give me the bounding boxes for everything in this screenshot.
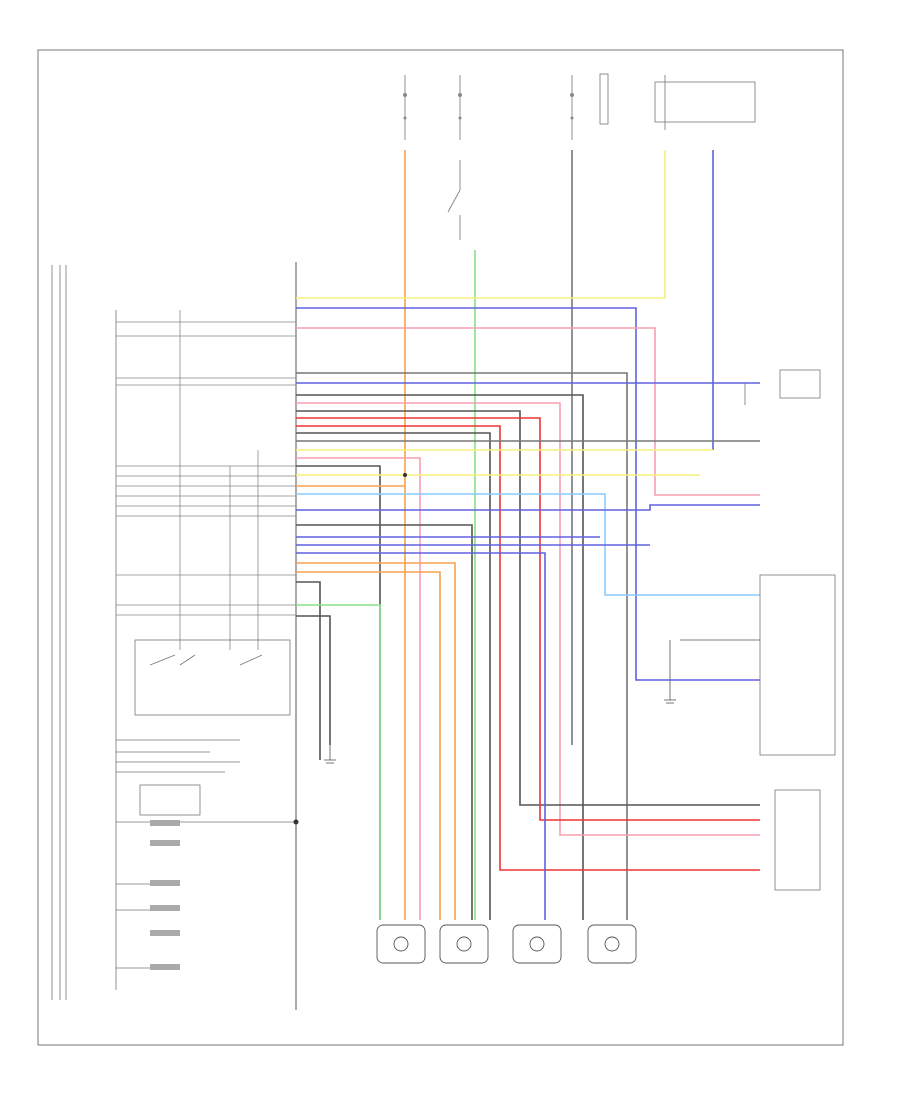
terminal-blocks: [150, 820, 180, 970]
control-module-icon: [116, 739, 296, 969]
junction-dot: [293, 819, 299, 825]
fuel-injector-icon: [376, 924, 637, 964]
ground-symbol-icon: [324, 745, 336, 764]
diagram-frame: [37, 49, 844, 1046]
harness-wires: [296, 297, 760, 920]
brake-switch-icon: [447, 160, 461, 240]
right-components: [744, 369, 836, 891]
power-sources: [404, 73, 756, 140]
left-bus-lines: [51, 265, 117, 1000]
left-harness: [116, 310, 296, 650]
sensor-icon: [664, 639, 760, 704]
fuse-icons: [403, 93, 574, 120]
vertical-feeds: [404, 150, 714, 920]
relay-switch-icon: [134, 639, 291, 716]
junction-dot: [403, 473, 407, 477]
